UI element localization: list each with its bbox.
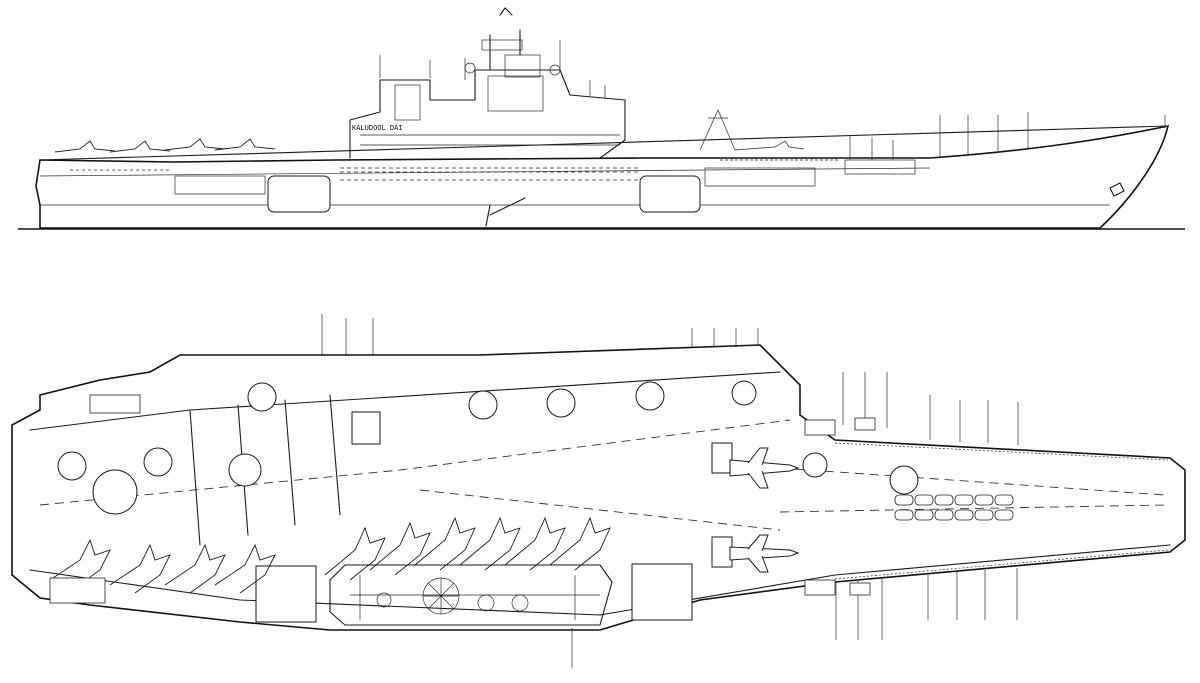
deck-sponsons: [49, 394, 876, 604]
hull-marking: KALUDOOL DAI: [352, 124, 403, 132]
aft-deck-aircraft: [54, 138, 276, 153]
deck-masts: [699, 109, 1029, 160]
aircraft-elevator-aft: [255, 565, 317, 623]
hull-outline: [35, 124, 1170, 229]
vls-hatches: [894, 494, 1014, 521]
hull-windows: [70, 159, 840, 181]
jet-blast-panel-mid: [711, 536, 733, 568]
hangar-opening-aft: [267, 175, 331, 213]
deck-turrets: [57, 380, 919, 515]
jet-blast-panel-fwd: [711, 442, 733, 474]
island-plan: [329, 564, 613, 626]
side-elevation: KALUDOOL DAI: [18, 7, 1185, 230]
flight-deck-outline: [11, 344, 1186, 631]
angled-deck-centerline: [39, 419, 791, 506]
jet-blast-deflectors: [189, 394, 381, 546]
deck-edge-antennas-bottom: [571, 568, 1018, 668]
deck-edge-inner: [29, 371, 1171, 616]
hangar-opening-fwd: [639, 175, 701, 213]
fwd-deck-aircraft: [734, 140, 805, 151]
parked-aircraft-row: [49, 516, 611, 594]
axial-deck-centerline: [779, 467, 1166, 496]
sponson-strut: [485, 197, 526, 227]
plan-view: [11, 314, 1186, 668]
runway-aircraft: [729, 447, 800, 573]
bow-anchor: [1109, 182, 1125, 197]
deck-edge-antennas-top: [321, 314, 1019, 445]
flight-deck-line: [39, 125, 1169, 161]
deck-edge-railing: [834, 442, 1169, 580]
aircraft-elevator-fwd: [631, 563, 693, 621]
island-superstructure: KALUDOOL DAI: [349, 7, 626, 159]
